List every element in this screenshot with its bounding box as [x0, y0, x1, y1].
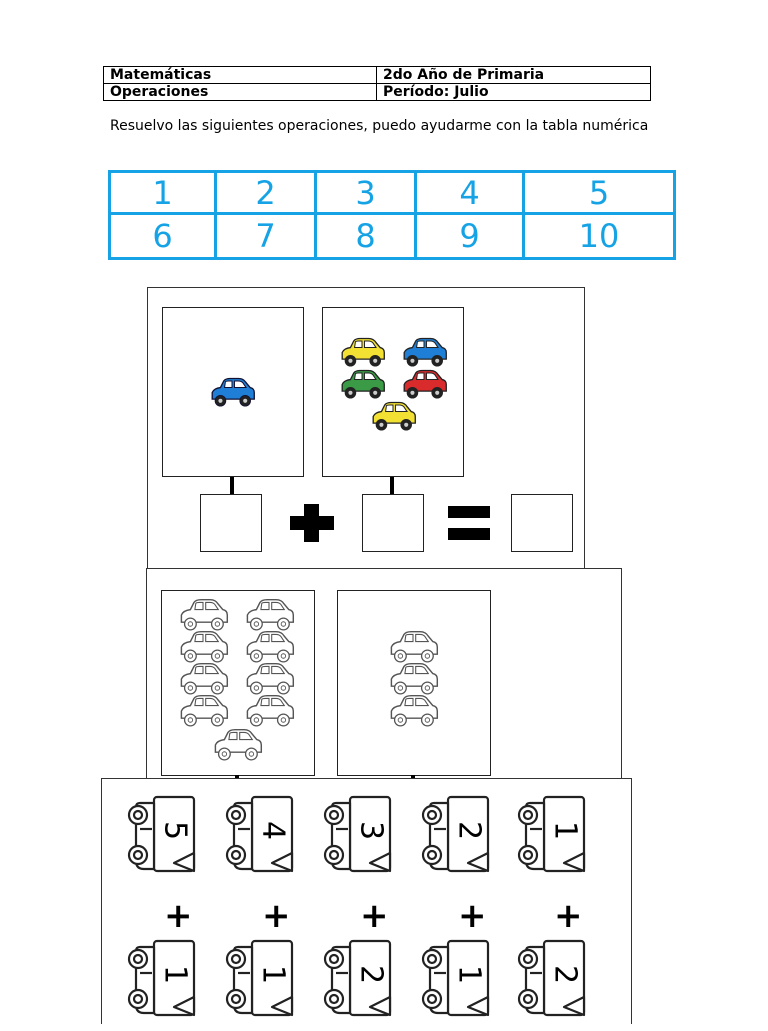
- period-label: Período: Julio: [376, 83, 651, 101]
- plus-icon: [290, 504, 334, 542]
- number-cell: 10: [578, 217, 620, 255]
- car-icon: [403, 369, 447, 399]
- truck-icon: [517, 795, 586, 873]
- connector-line: [230, 477, 234, 494]
- truck-icon: [323, 795, 392, 873]
- exercise1-panel: [147, 287, 585, 569]
- plus-sign: +: [458, 896, 487, 936]
- truck-top: 2: [418, 791, 492, 887]
- plus-sign: +: [262, 896, 291, 936]
- car-icon: [180, 598, 229, 631]
- number-table: 1 2 3 4 5 6 7 8 9 10: [108, 170, 676, 260]
- car-icon: [246, 630, 295, 663]
- car-icon: [246, 662, 295, 695]
- answer-box-2[interactable]: [362, 494, 424, 552]
- left-car-card: [162, 307, 304, 477]
- truck-icon: [323, 939, 392, 1017]
- truck-bottom: 1: [418, 935, 492, 1031]
- car-icon: [246, 598, 295, 631]
- truck-icon: [225, 795, 294, 873]
- truck-number: 1: [255, 964, 291, 985]
- subject-label: Matemáticas: [103, 66, 377, 84]
- right-car-card: [337, 590, 491, 776]
- car-icon: [403, 337, 447, 367]
- truck-top: 4: [222, 791, 296, 887]
- truck-icon: [517, 939, 586, 1017]
- truck-bottom: 2: [320, 935, 394, 1031]
- car-icon: [390, 630, 439, 663]
- car-icon: [180, 694, 229, 727]
- truck-icon: [421, 795, 490, 873]
- truck-number: 1: [157, 964, 193, 985]
- answer-box-3[interactable]: [511, 494, 573, 552]
- truck-icon: [127, 795, 196, 873]
- instruction-text: Resuelvo las siguientes operaciones, pue…: [110, 118, 649, 134]
- number-cell: 4: [417, 173, 525, 215]
- right-car-card: [322, 307, 464, 477]
- plus-sign: +: [164, 896, 193, 936]
- grade-label: 2do Año de Primaria: [376, 66, 651, 84]
- truck-number: 2: [547, 964, 583, 985]
- number-cell: 9: [417, 215, 525, 257]
- car-icon: [214, 728, 263, 761]
- car-icon: [390, 662, 439, 695]
- truck-number: 2: [451, 820, 487, 841]
- truck-bottom: 1: [124, 935, 198, 1031]
- car-icon: [246, 694, 295, 727]
- truck-number: 2: [353, 964, 389, 985]
- exercise2-panel: [146, 568, 622, 783]
- truck-number: 1: [451, 964, 487, 985]
- truck-number: 3: [353, 820, 389, 841]
- connector-line: [390, 477, 394, 494]
- car-icon: [180, 662, 229, 695]
- car-icon: [211, 377, 255, 407]
- answer-box-1[interactable]: [200, 494, 262, 552]
- header-table: Matemáticas 2do Año de Primaria Operacio…: [103, 66, 651, 101]
- number-cell: 6: [111, 215, 217, 257]
- truck-number: 4: [255, 820, 291, 841]
- number-cell: 7: [217, 215, 317, 257]
- exercise3-panel: 5 + 4 + 3 + 2 +: [101, 778, 632, 1024]
- plus-sign: +: [554, 896, 583, 936]
- left-car-card: [161, 590, 315, 776]
- truck-number: 1: [547, 820, 583, 841]
- number-cell: 2: [217, 173, 317, 215]
- truck-top: 5: [124, 791, 198, 887]
- number-cell: 1: [111, 173, 217, 215]
- truck-top: 3: [320, 791, 394, 887]
- car-icon: [180, 630, 229, 663]
- truck-top: 1: [514, 791, 588, 887]
- number-cell: 3: [317, 173, 417, 215]
- number-cell: 5: [525, 173, 673, 215]
- equals-icon: [448, 506, 490, 540]
- truck-icon: [225, 939, 294, 1017]
- plus-sign: +: [360, 896, 389, 936]
- topic-label: Operaciones: [103, 83, 377, 101]
- truck-bottom: 1: [222, 935, 296, 1031]
- truck-number: 5: [157, 820, 193, 841]
- car-icon: [341, 337, 385, 367]
- number-cell: 8: [317, 215, 417, 257]
- truck-icon: [421, 939, 490, 1017]
- car-icon: [390, 694, 439, 727]
- truck-icon: [127, 939, 196, 1017]
- car-icon: [372, 401, 416, 431]
- car-icon: [341, 369, 385, 399]
- truck-bottom: 2: [514, 935, 588, 1031]
